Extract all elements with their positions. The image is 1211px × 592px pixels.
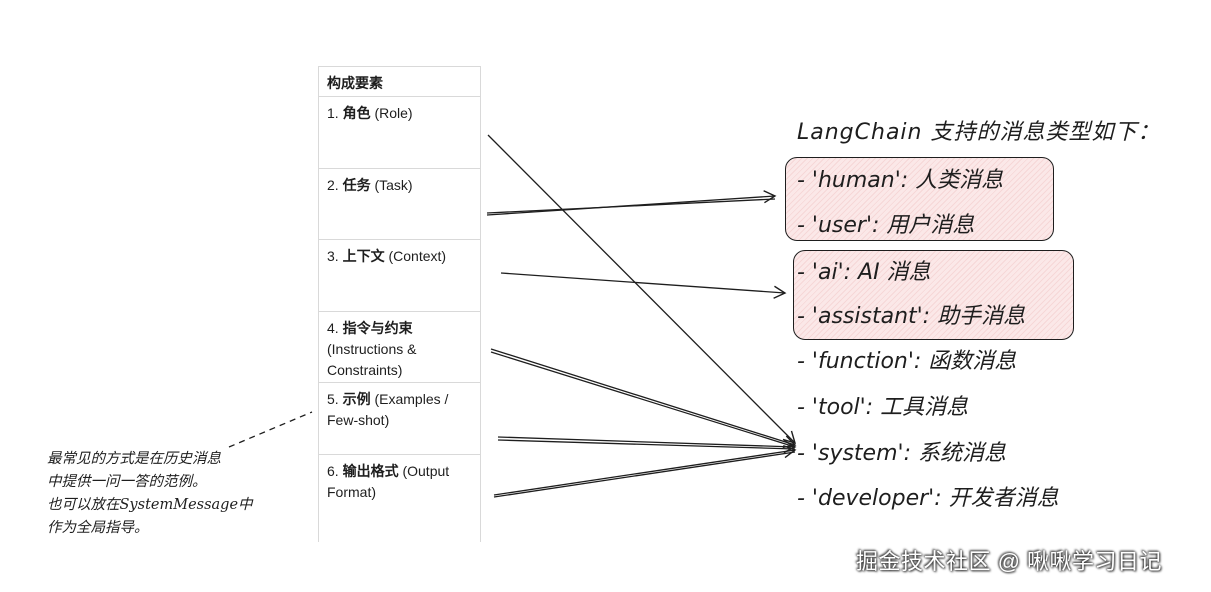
- table-row-task: 2. 任务 (Task): [319, 169, 480, 240]
- row-label-cn: 任务: [342, 176, 371, 193]
- arrow-instructions-to-system-2: [490, 351, 796, 448]
- arrow-output-to-system: [493, 445, 797, 496]
- row-label-cn: 示例: [342, 391, 371, 407]
- message-type-human: - 'human': 人类消息: [797, 168, 1004, 193]
- watermark: 掘金技术社区 @ 啾啾学习日记: [856, 549, 1163, 574]
- row-label-cn: 指令与约束: [342, 319, 413, 336]
- row-label-cn: 角色: [342, 105, 371, 121]
- group-box-ai-assistant: [793, 250, 1074, 340]
- row-label-cn: 输出格式: [342, 462, 399, 479]
- row-number: 4.: [327, 319, 339, 336]
- row-number: 3.: [327, 248, 339, 264]
- table-row-output-format: 6. 输出格式 (Output Format): [319, 455, 480, 527]
- dashed-note-connector: [228, 411, 313, 448]
- arrow-task-to-human-user-2: [486, 198, 776, 214]
- message-types-heading: LangChain 支持的消息类型如下：: [797, 120, 1161, 145]
- arrow-instructions-to-system: [490, 348, 797, 449]
- message-type-ai: - 'ai': AI 消息: [797, 260, 931, 285]
- message-type-system: - 'system': 系统消息: [797, 441, 1006, 466]
- message-type-tool: - 'tool': 工具消息: [797, 395, 969, 420]
- row-number: 2.: [327, 176, 339, 193]
- group-box-human-user: [785, 157, 1054, 241]
- message-type-assistant: - 'assistant': 助手消息: [797, 304, 1026, 329]
- table-header: 构成要素: [319, 67, 480, 97]
- row-label-en: (Instructions & Constraints): [327, 340, 417, 378]
- table-row-context: 3. 上下文 (Context): [319, 240, 480, 312]
- row-number: 5.: [327, 391, 339, 407]
- arrow-context-to-ai-assistant: [500, 272, 787, 299]
- note-line: 中提供一问一答的范例。: [47, 474, 207, 490]
- message-type-user: - 'user': 用户消息: [797, 213, 975, 238]
- message-type-function: - 'function': 函数消息: [797, 349, 1017, 374]
- message-type-developer: - 'developer': 开发者消息: [797, 486, 1059, 511]
- row-number: 1.: [327, 105, 339, 121]
- row-label-en: (Examples / Few-shot): [327, 391, 449, 428]
- arrow-examples-to-system-2: [497, 439, 796, 450]
- table-row-instructions: 4. 指令与约束 (Instructions & Constraints): [319, 312, 480, 383]
- table-row-examples: 5. 示例 (Examples / Few-shot): [319, 383, 480, 455]
- note-line: 最常见的方式是在历史消息: [47, 451, 221, 467]
- row-label-cn: 上下文: [342, 248, 385, 264]
- row-number: 6.: [327, 462, 339, 479]
- arrow-examples-to-system: [497, 436, 797, 454]
- arrow-role-to-system: [487, 134, 797, 445]
- row-label-en: (Context): [388, 248, 447, 264]
- table-row-role: 1. 角色 (Role): [319, 97, 480, 169]
- row-label-en: (Role): [374, 105, 413, 121]
- row-label-en: (Task): [374, 176, 413, 193]
- note-line: 作为全局指导。: [47, 520, 149, 536]
- elements-table: 构成要素 1. 角色 (Role) 2. 任务 (Task) 3. 上下文 (C…: [318, 66, 481, 542]
- note-line: 也可以放在SystemMessage中: [47, 497, 253, 513]
- row-label-en: (Output Format): [327, 462, 450, 500]
- arrow-output-to-system-2: [493, 451, 796, 498]
- few-shot-note: 最常见的方式是在历史消息 中提供一问一答的范例。 也可以放在SystemMess…: [47, 448, 253, 540]
